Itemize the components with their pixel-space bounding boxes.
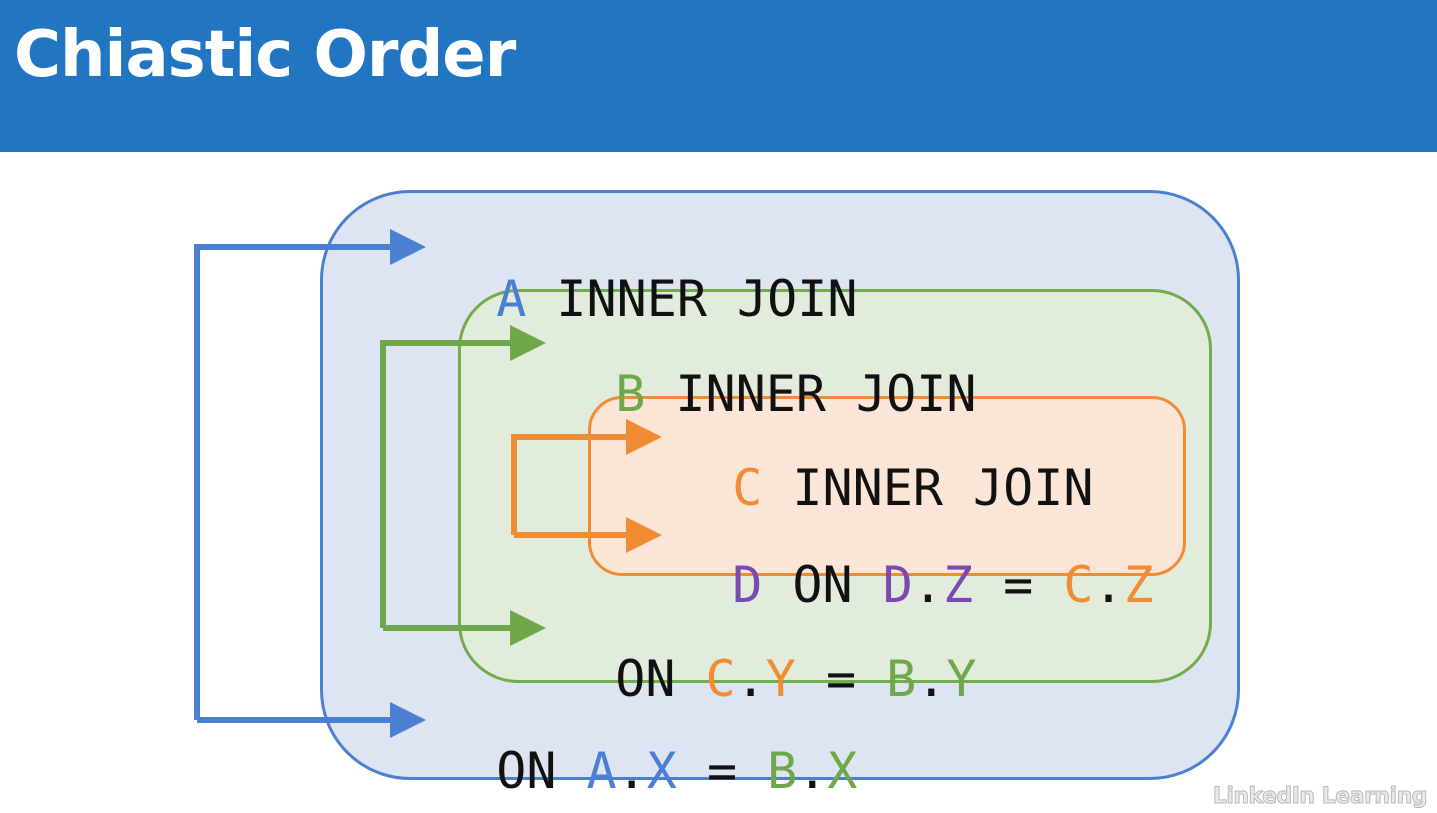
- inner-join-keyword: INNER JOIN: [526, 270, 858, 328]
- column-z: Z: [1123, 556, 1154, 614]
- column-y: Y: [765, 650, 796, 708]
- dot: .: [797, 742, 828, 800]
- column-x: X: [646, 742, 677, 800]
- equals-operator: =: [973, 556, 1064, 614]
- line-d-on-condition: D ON D.Z = C.Z: [672, 510, 1154, 610]
- column-z: Z: [942, 556, 974, 614]
- table-a-token: A: [496, 270, 527, 328]
- dot: .: [916, 650, 947, 708]
- line-on-c-y-b-y: ON C.Y = B.Y: [555, 604, 976, 704]
- inner-join-keyword: INNER JOIN: [762, 459, 1094, 517]
- column-y: Y: [946, 650, 977, 708]
- dot: .: [1093, 556, 1124, 614]
- table-c-token: C: [732, 459, 763, 517]
- on-keyword: ON: [496, 742, 587, 800]
- dot: .: [735, 650, 766, 708]
- inner-join-keyword: INNER JOIN: [645, 365, 977, 423]
- slide-title: Chiastic Order: [14, 18, 516, 92]
- dot: .: [616, 742, 647, 800]
- orange-arrow-to-c: [511, 419, 662, 535]
- table-d-token: D: [732, 556, 763, 614]
- line-b-inner-join: B INNER JOIN: [555, 319, 976, 419]
- on-keyword: ON: [615, 650, 706, 708]
- linkedin-learning-watermark: LinkedIn Learning: [1212, 784, 1428, 810]
- green-arrow-to-b: [380, 325, 546, 628]
- title-bar: Chiastic Order: [0, 0, 1437, 152]
- table-c-ref: C: [1063, 556, 1094, 614]
- join-c-box: [588, 396, 1186, 576]
- table-c-ref: C: [705, 650, 736, 708]
- column-x: X: [827, 742, 858, 800]
- equals-operator: =: [676, 742, 768, 800]
- table-b-token: B: [615, 365, 646, 423]
- line-c-inner-join: C INNER JOIN: [672, 413, 1093, 513]
- on-keyword: ON: [762, 556, 883, 614]
- table-a-ref: A: [586, 742, 617, 800]
- table-b-ref: B: [767, 742, 798, 800]
- dot: .: [912, 556, 943, 614]
- table-d-ref: D: [882, 556, 913, 614]
- blue-arrow-to-a: [194, 229, 426, 720]
- table-b-ref: B: [886, 650, 917, 708]
- line-a-inner-join: A INNER JOIN: [436, 224, 857, 324]
- equals-operator: =: [795, 650, 887, 708]
- line-on-a-x-b-x: ON A.X = B.X: [436, 696, 857, 796]
